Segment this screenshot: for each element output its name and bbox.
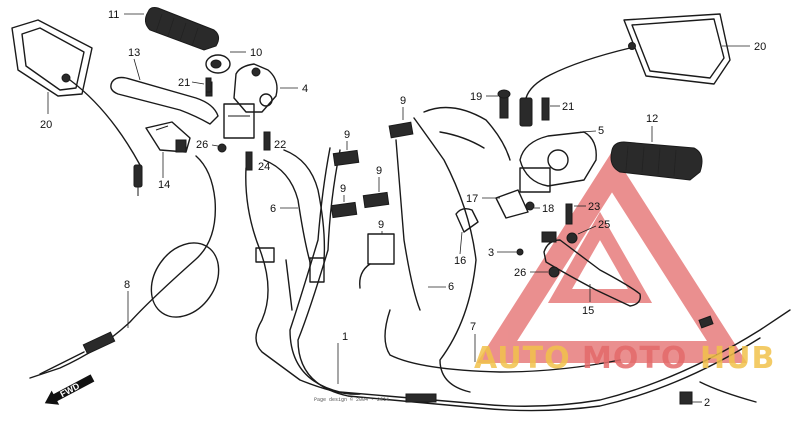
label-9d: 9 [340,183,346,195]
main-cables [289,106,791,412]
part-labels: 1 2 3 4 5 6 6 7 8 9 9 9 9 9 10 11 12 [40,9,766,409]
label-11: 11 [108,9,119,21]
watermark-word-hub: HUB [700,341,775,376]
label-24: 24 [258,161,270,173]
label-26b: 26 [514,267,526,279]
fwd-arrow: FWD [44,374,95,405]
label-18: 18 [542,203,554,215]
left-harness [245,149,361,395]
label-2: 2 [704,397,710,409]
page-caption: Page design © 2004 - 2014 [314,396,389,403]
connector-blocks [330,121,414,289]
left-switch [223,63,278,139]
right-switch [519,97,597,193]
label-21a: 21 [178,77,190,89]
label-9e: 9 [378,219,384,231]
watermark-text: AUTO MOTO HUB [474,341,775,376]
right-small-parts [455,89,757,405]
label-20r: 20 [754,41,766,53]
label-12: 12 [646,113,658,125]
label-13: 13 [128,47,140,59]
label-25: 25 [598,219,610,231]
lever-bracket [145,121,191,153]
watermark-triangle [476,151,748,363]
brake-lever [541,231,641,307]
label-8: 8 [124,279,130,291]
label-4: 4 [302,83,308,95]
label-23: 23 [588,201,600,213]
label-20l: 20 [40,119,52,131]
left-bolts [205,77,271,171]
watermark-word-auto: AUTO [474,341,571,376]
label-19: 19 [470,91,482,103]
left-grip [144,7,231,74]
label-16: 16 [454,255,466,267]
label-15: 15 [582,305,594,317]
clutch-lever [110,76,219,125]
label-22: 22 [274,139,286,151]
left-mirror [11,19,143,196]
label-1: 1 [342,331,348,343]
label-21b: 21 [562,101,574,113]
label-26a: 26 [196,139,208,151]
label-7: 7 [470,321,476,333]
label-9a: 9 [400,95,406,107]
label-6b: 6 [448,281,454,293]
clutch-cable [29,155,220,379]
label-10: 10 [250,47,262,59]
right-grip [610,141,703,181]
label-14: 14 [158,179,170,191]
label-6a: 6 [270,203,276,215]
label-17: 17 [466,193,478,205]
label-5: 5 [598,125,604,137]
right-mirror [519,13,731,127]
label-9b: 9 [344,129,350,141]
label-9c: 9 [376,165,382,177]
label-3: 3 [488,247,494,259]
watermark-word-moto: MOTO [582,341,687,376]
